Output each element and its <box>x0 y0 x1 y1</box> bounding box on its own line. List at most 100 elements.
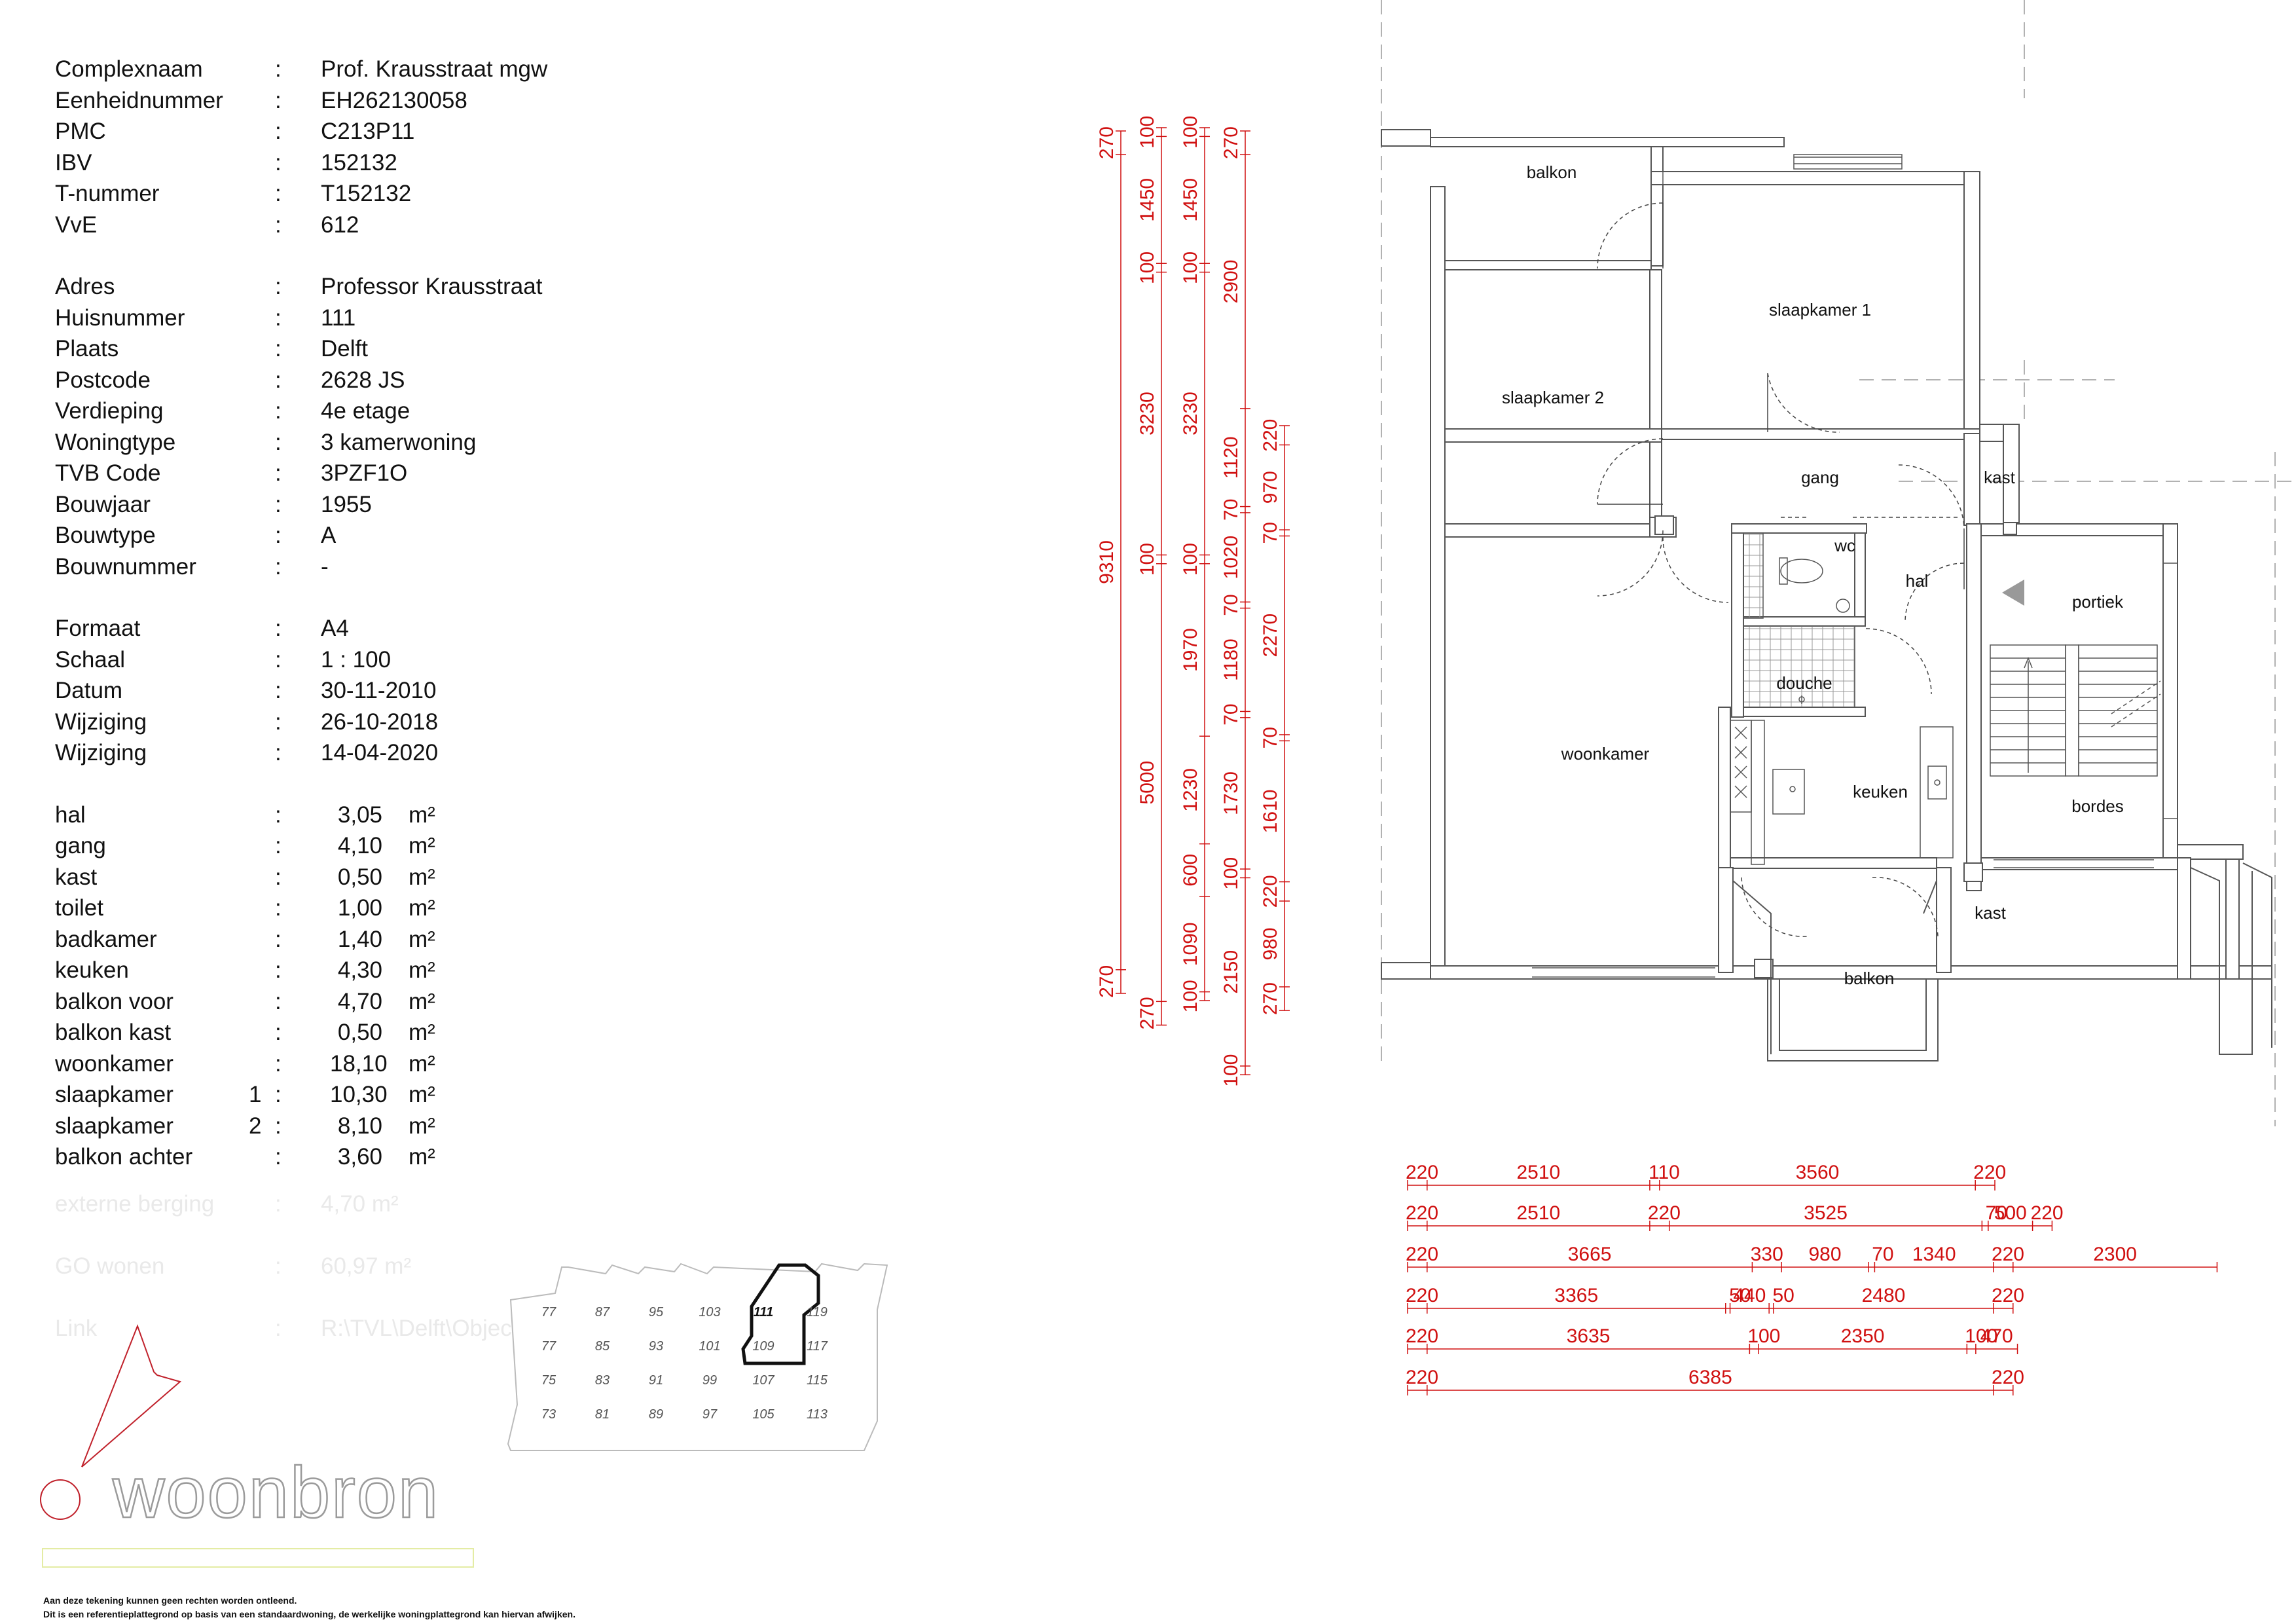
disclaimer-line-2: Dit is een referentieplattegrond op basi… <box>43 1609 575 1619</box>
area-separator: : <box>275 1050 282 1077</box>
faded-label: GO wonen <box>55 1253 165 1279</box>
faded-info-row: externe berging:4,70 m² <box>55 1173 644 1235</box>
info-value: 26-10-2018 <box>321 709 439 735</box>
area-unit: m² <box>409 1144 435 1170</box>
woonbron-logo-mark <box>40 1324 182 1520</box>
dimension-label: 220 <box>1406 1285 1438 1306</box>
dimension-label: 970 <box>1260 471 1281 504</box>
faded-value: 4,70 m² <box>321 1190 399 1217</box>
area-value: 3,60 <box>337 1144 382 1170</box>
dimension-label: 1340 <box>1912 1244 1956 1265</box>
dimension-label: 6385 <box>1688 1367 1732 1388</box>
info-separator: : <box>275 646 282 673</box>
dimension-label: 220 <box>1406 1367 1438 1388</box>
dimension-label: 50 <box>1772 1285 1794 1306</box>
info-label: IBV <box>55 149 92 175</box>
area-unit: m² <box>409 895 435 921</box>
key-plan-unit: 77 <box>541 1339 556 1354</box>
area-room: hal <box>55 802 86 828</box>
key-plan-unit: 101 <box>699 1339 720 1354</box>
info-separator: : <box>275 304 282 331</box>
area-room: slaapkamer <box>55 1082 173 1107</box>
info-row: Complexnaam:Prof. Krausstraat mgw <box>55 54 644 85</box>
dimension-label: 1090 <box>1180 922 1201 966</box>
area-separator: : <box>275 1082 282 1107</box>
info-separator: : <box>275 491 282 517</box>
key-plan-unit: 97 <box>702 1407 718 1422</box>
dimension-label: 220 <box>1260 875 1281 908</box>
area-separator: : <box>275 1113 282 1139</box>
area-unit: m² <box>409 1050 435 1077</box>
area-row: balkon achter: 3,60 m² <box>55 1141 644 1173</box>
area-value: 4,70 <box>337 988 382 1014</box>
dimension-label: 100 <box>1180 543 1201 576</box>
info-separator: : <box>275 149 282 175</box>
info-label: Adres <box>55 274 115 299</box>
faded-label: externe berging <box>55 1190 215 1217</box>
dimension-label: 2270 <box>1260 614 1281 657</box>
area-room: balkon achter <box>55 1144 193 1170</box>
dimension-label: 220 <box>1406 1202 1438 1224</box>
key-plan-current-unit: 111 <box>754 1305 773 1320</box>
info-row: Wijziging:26-10-2018 <box>55 707 644 738</box>
dimension-label: 3230 <box>1180 392 1201 435</box>
info-separator: : <box>275 460 282 486</box>
area-room: keuken <box>55 957 129 983</box>
info-row: Bouwnummer:- <box>55 551 644 583</box>
dimension-lines: 2709310270100145010032301005000270100145… <box>1096 116 2218 1395</box>
dimension-label: 3665 <box>1568 1244 1612 1265</box>
info-row: Bouwjaar:1955 <box>55 489 644 521</box>
info-value: A <box>321 523 337 548</box>
info-label: T-nummer <box>55 181 160 206</box>
room-keuken: keuken <box>1853 782 1908 802</box>
dimension-label: 2510 <box>1516 1162 1560 1183</box>
area-value: 4,30 <box>337 957 382 983</box>
logo-accent-bar <box>42 1548 474 1568</box>
portiek-arrow-icon <box>2002 580 2024 606</box>
dimension-label: 270 <box>1137 997 1158 1029</box>
dimension-label: 70 <box>1986 1202 2007 1224</box>
info-separator: : <box>275 181 282 206</box>
stairs <box>1990 644 2161 777</box>
dimension-label: 270 <box>1220 126 1242 159</box>
info-label: Eenheidnummer <box>55 87 223 113</box>
area-value: 10,30 <box>330 1082 388 1107</box>
area-separator: : <box>275 957 282 983</box>
dimension-label: 70 <box>1220 594 1242 616</box>
info-label: Datum <box>55 678 123 703</box>
info-label: Complexnaam <box>55 56 203 82</box>
info-value: 111 <box>321 304 356 331</box>
area-room-index: 1 <box>249 1082 262 1107</box>
room-kast-balkon: kast <box>1975 903 2006 923</box>
room-kast: kast <box>1984 468 2015 487</box>
area-value: 3,05 <box>337 802 382 828</box>
dimension-label: 3230 <box>1137 392 1158 435</box>
area-separator: : <box>275 926 282 952</box>
area-room: toilet <box>55 895 103 921</box>
dimension-label: 1970 <box>1180 628 1201 672</box>
area-room: balkon voor <box>55 988 173 1014</box>
dimension-label: 220 <box>1992 1367 2024 1388</box>
area-unit: m² <box>409 926 435 952</box>
dimension-label: 220 <box>1973 1162 2006 1183</box>
info-value: 612 <box>321 212 359 238</box>
dimension-label: 70 <box>1220 703 1242 725</box>
area-separator: : <box>275 1144 282 1170</box>
info-label: Verdieping <box>55 398 164 424</box>
dimension-label: 3635 <box>1567 1325 1611 1347</box>
key-plan-unit: 117 <box>807 1339 828 1354</box>
info-value: 3PZF1O <box>321 460 408 486</box>
key-plan-unit: 113 <box>807 1407 828 1422</box>
windows <box>1532 154 2178 978</box>
room-woonkamer: woonkamer <box>1561 744 1650 764</box>
info-label: Woningtype <box>55 429 176 455</box>
dimension-label: 220 <box>1992 1244 2024 1265</box>
info-row: Eenheidnummer:EH262130058 <box>55 85 644 117</box>
info-label: Bouwjaar <box>55 491 151 517</box>
area-unit: m² <box>409 1113 435 1139</box>
dimension-label: 100 <box>1220 1054 1242 1087</box>
